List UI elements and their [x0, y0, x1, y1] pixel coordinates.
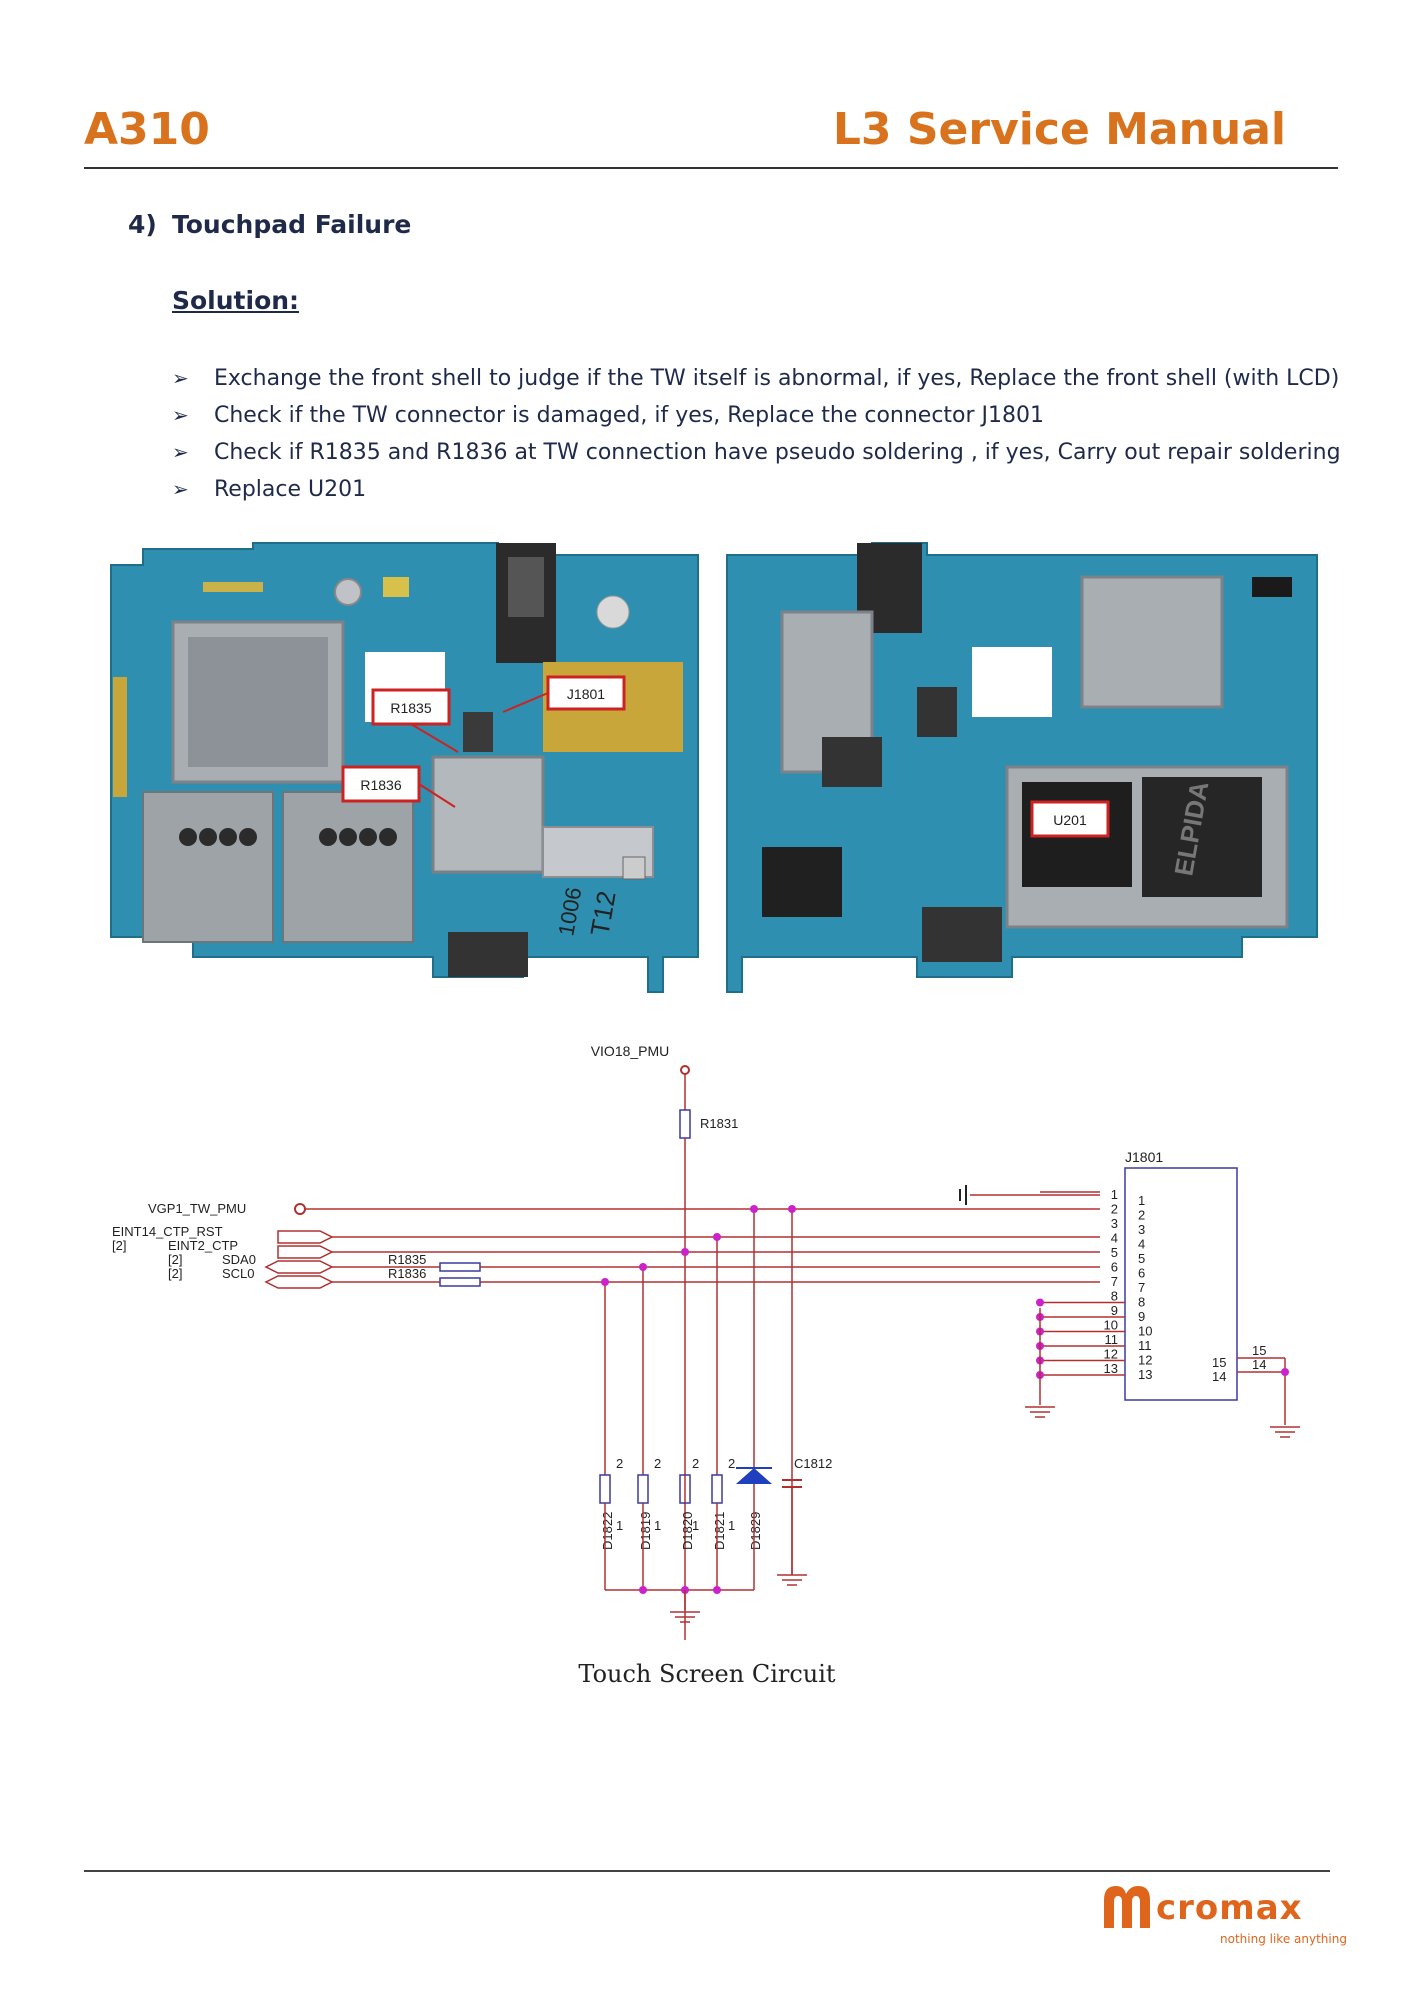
pin-two-label: 2	[616, 1456, 623, 1471]
callout-u201: U201	[1053, 812, 1087, 828]
footer-rule	[84, 1870, 1330, 1872]
pin-two-label: 2	[692, 1456, 699, 1471]
list-item: ➢Replace U201	[172, 471, 1341, 508]
diode-d1819: D1819	[638, 1512, 653, 1550]
callout-r1836: R1836	[360, 777, 401, 793]
figure-caption: Touch Screen Circuit	[578, 1660, 836, 1688]
board-photo-back: ELPIDA U201	[726, 542, 1318, 993]
arrow-bullet-icon: ➢	[172, 403, 189, 427]
pin-one-label: 1	[728, 1518, 735, 1533]
pin-number-inner: 9	[1138, 1309, 1145, 1324]
ref-eint2: [2]	[112, 1238, 126, 1253]
pin-one-label: 1	[692, 1518, 699, 1533]
pin-number-inner: 10	[1138, 1324, 1152, 1339]
arrow-bullet-icon: ➢	[172, 440, 189, 464]
pin-number-outer: 10	[1104, 1318, 1118, 1333]
solution-steps: ➢Exchange the front shell to judge if th…	[172, 360, 1341, 508]
connector-label: J1801	[1125, 1149, 1163, 1165]
r1835-label: R1835	[388, 1252, 426, 1267]
pin-number-outer: 8	[1111, 1289, 1118, 1304]
pin-number-inner: 6	[1138, 1266, 1145, 1281]
r1836-label: R1836	[388, 1266, 426, 1281]
callout-r1835: R1835	[390, 700, 431, 716]
touch-screen-schematic: VIO18_PMU R1831 VGP1_TW_PMU EINT14_CTP_R…	[112, 1043, 1300, 1640]
pin-number-inner: 1	[1138, 1193, 1145, 1208]
callout-j1801: J1801	[567, 686, 605, 702]
pin-number-outer: 9	[1111, 1303, 1118, 1318]
arrow-bullet-icon: ➢	[172, 477, 189, 501]
pin-one-label: 1	[654, 1518, 661, 1533]
pin-number-inner: 8	[1138, 1295, 1145, 1310]
pin-number-inner: 13	[1138, 1367, 1152, 1382]
header-rule	[84, 167, 1338, 169]
pin-two-label: 2	[654, 1456, 661, 1471]
ref-sda0: [2]	[168, 1252, 182, 1267]
pin-number-outer: 3	[1111, 1216, 1118, 1231]
list-item: ➢Check if the TW connector is damaged, i…	[172, 397, 1341, 434]
pin-number-inner: 4	[1138, 1237, 1145, 1252]
pin-number-inner: 5	[1138, 1251, 1145, 1266]
pin-number-outer: 13	[1104, 1361, 1118, 1376]
header-model: A310	[84, 104, 210, 155]
section-title: Touchpad Failure	[172, 210, 412, 239]
arrow-bullet-icon: ➢	[172, 366, 189, 390]
brand-logo-text: cromax	[1156, 1888, 1303, 1928]
ref-scl0: [2]	[168, 1266, 182, 1281]
eint14-label: EINT14_CTP_RST	[112, 1224, 223, 1239]
pin-number-inner: 7	[1138, 1280, 1145, 1295]
pin-number-outer: 5	[1111, 1245, 1118, 1260]
eint2-label: EINT2_CTP	[168, 1238, 238, 1253]
junction-dot	[1036, 1298, 1044, 1307]
pin-number-outer: 11	[1105, 1332, 1119, 1347]
c1812-label: C1812	[794, 1456, 832, 1471]
brand-tagline: nothing like anything	[1220, 1932, 1347, 1946]
scl0-label: SCL0	[222, 1266, 255, 1281]
shell-pin-14: 14	[1252, 1357, 1266, 1372]
pin-number-outer: 7	[1111, 1274, 1118, 1289]
section-number: 4)	[128, 210, 157, 239]
pin-number-outer: 12	[1104, 1347, 1118, 1362]
pin-number-outer: 2	[1111, 1202, 1118, 1217]
diode-d1821: D1821	[712, 1512, 727, 1550]
inner-pin-15: 15	[1212, 1355, 1226, 1370]
vgp1-label: VGP1_TW_PMU	[148, 1201, 246, 1216]
pin-number-outer: 6	[1111, 1260, 1118, 1275]
pin-two-label: 2	[728, 1456, 735, 1471]
supply-label: VIO18_PMU	[591, 1043, 670, 1059]
pin-number-inner: 2	[1138, 1208, 1145, 1223]
r1831-label: R1831	[700, 1116, 738, 1131]
pin-number-outer: 4	[1111, 1231, 1118, 1246]
list-item: ➢Check if R1835 and R1836 at TW connecti…	[172, 434, 1341, 471]
pin-number-outer: 1	[1111, 1187, 1118, 1202]
brand-logo-mark-icon	[1104, 1886, 1150, 1928]
diode-d1829: D1829	[748, 1512, 763, 1550]
pin-one-label: 1	[616, 1518, 623, 1533]
solution-heading: Solution:	[172, 286, 300, 315]
pin-number-inner: 3	[1138, 1222, 1145, 1237]
inner-pin-14: 14	[1212, 1369, 1226, 1384]
diode-d1822: D1822	[600, 1512, 615, 1550]
sda0-label: SDA0	[222, 1252, 256, 1267]
diode-d1820: D1820	[680, 1512, 695, 1550]
board-photo-front: T12 1006 R1835 J1801 R1836	[110, 542, 699, 993]
pin-number-inner: 11	[1138, 1338, 1152, 1353]
section-heading: 4) Touchpad Failure	[128, 210, 411, 239]
list-item: ➢Exchange the front shell to judge if th…	[172, 360, 1341, 397]
pin-number-inner: 12	[1138, 1353, 1152, 1368]
shell-pin-15: 15	[1252, 1343, 1266, 1358]
header-manual-title: L3 Service Manual	[832, 104, 1286, 155]
